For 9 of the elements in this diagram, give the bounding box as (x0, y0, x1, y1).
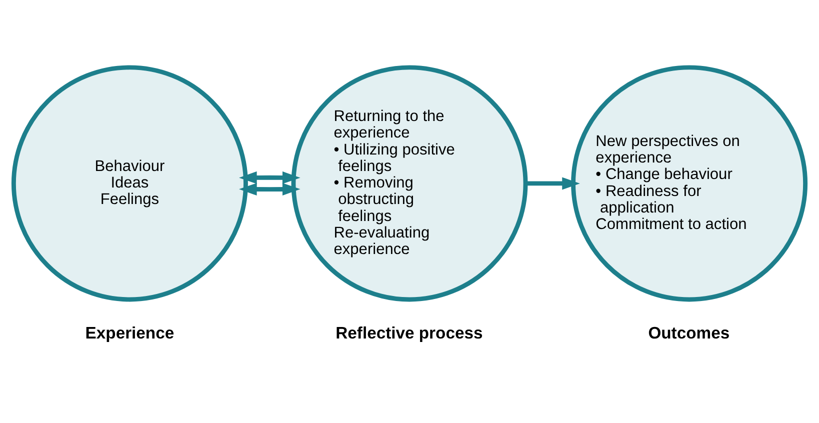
node-label: Experience (85, 323, 174, 342)
arrow (239, 183, 300, 196)
arrow (239, 171, 300, 184)
arrow (526, 177, 580, 190)
node-circle: Behaviour Ideas Feelings (11, 65, 248, 302)
node-label: Outcomes (648, 323, 730, 342)
node-circle: Returning to the experience • Utilizing positive feelings • Removing obstructing feelings Re-evaluating experience (291, 65, 528, 302)
node-circle: New perspectives on experience • Change behaviour • Readiness for application Commitment to action (571, 65, 808, 302)
node-label: Reflective process (336, 323, 483, 342)
